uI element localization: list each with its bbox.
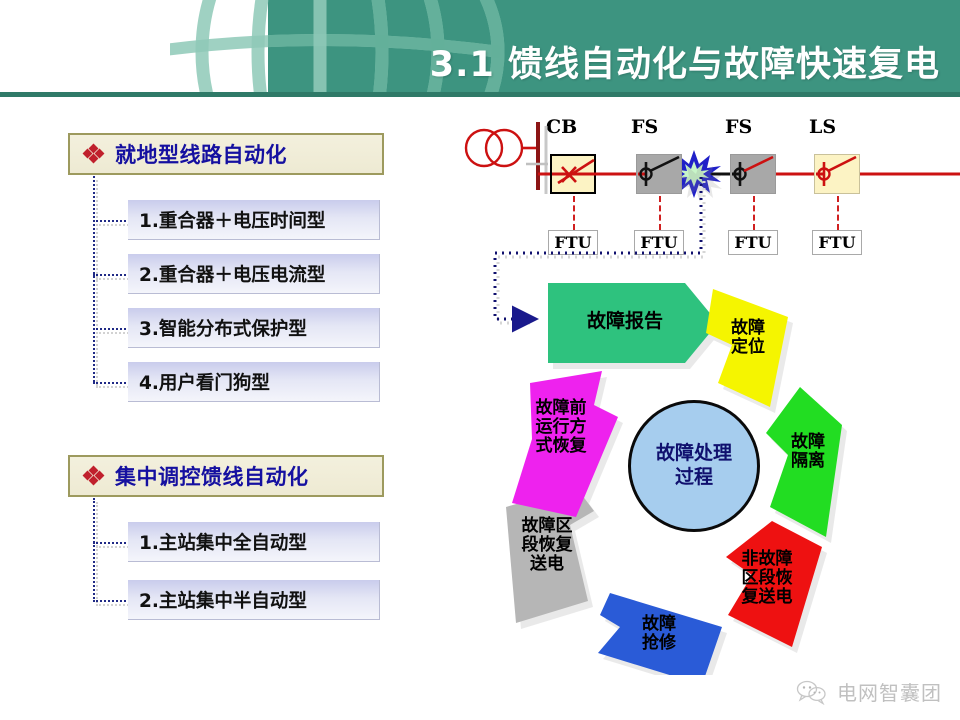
wechat-icon bbox=[796, 680, 826, 705]
device-label-fs-1: FS bbox=[631, 116, 659, 138]
sidebar-item-1-1[interactable]: 2.主站集中半自动型 bbox=[128, 580, 380, 620]
sidebar-group-heading-1[interactable]: 集中调控馈线自动化 bbox=[68, 455, 384, 497]
cycle-center-line2: 过程 bbox=[674, 466, 713, 488]
ftu-box-3[interactable]: FTU bbox=[812, 230, 862, 255]
ftu-stem-2 bbox=[753, 196, 755, 230]
device-box-fs-2[interactable] bbox=[730, 154, 776, 194]
sidebar-item-label: 1.主站集中全自动型 bbox=[139, 532, 307, 554]
sidebar-item-0-3[interactable]: 4.用户看门狗型 bbox=[128, 362, 380, 402]
sidebar-group-heading-0[interactable]: 就地型线路自动化 bbox=[68, 133, 384, 175]
connector-trunk-shadow-0 bbox=[96, 180, 98, 386]
fault-to-report-flow bbox=[493, 177, 706, 333]
connector-branch-0-1 bbox=[93, 274, 133, 276]
sidebar-item-label: 1.重合器＋电压时间型 bbox=[139, 210, 326, 232]
cycle-segment-repair bbox=[598, 593, 722, 675]
device-label-cb: CB bbox=[546, 116, 578, 138]
sidebar-group-title: 集中调控馈线自动化 bbox=[115, 465, 309, 489]
connector-trunk-shadow-1 bbox=[96, 502, 98, 606]
ftu-box-2[interactable]: FTU bbox=[728, 230, 778, 255]
page-title: 3.1 馈线自动化与故障快速复电 bbox=[429, 45, 940, 85]
sidebar-item-label: 4.用户看门狗型 bbox=[139, 372, 270, 394]
connector-branch-shadow-1-0 bbox=[96, 546, 136, 548]
ftu-stem-1 bbox=[659, 196, 661, 230]
connector-branch-1-0 bbox=[93, 542, 133, 544]
watermark-text: 电网智囊团 bbox=[837, 681, 942, 705]
fault-handling-cycle: 故障报告 故障 定位 故障 隔离 非故障 区段恢 复送电 故障 抢修 故障区 段… bbox=[470, 275, 940, 675]
cycle-center: 故障处理 过程 bbox=[628, 400, 760, 532]
connector-branch-shadow-0-2 bbox=[96, 332, 136, 334]
sidebar-item-label: 3.智能分布式保护型 bbox=[139, 318, 307, 340]
connector-branch-1-1 bbox=[93, 600, 133, 602]
connector-trunk-0 bbox=[93, 176, 95, 382]
ftu-stem-3 bbox=[837, 196, 839, 230]
transformer-icon bbox=[464, 128, 524, 168]
cycle-segment-pre-fault-mode bbox=[512, 371, 618, 517]
device-label-fs-2: FS bbox=[725, 116, 753, 138]
connector-branch-0-0 bbox=[93, 220, 133, 222]
sidebar-item-label: 2.主站集中半自动型 bbox=[139, 590, 307, 612]
globe-decoration-icon bbox=[170, 0, 505, 92]
device-box-ls[interactable] bbox=[814, 154, 860, 194]
diamond-cluster-icon bbox=[82, 143, 106, 164]
sidebar-group-title: 就地型线路自动化 bbox=[115, 143, 287, 167]
feeder-circuit-diagram: CB FS FS LS bbox=[460, 112, 960, 262]
sidebar-item-0-1[interactable]: 2.重合器＋电压电流型 bbox=[128, 254, 380, 294]
connector-branch-shadow-0-0 bbox=[96, 224, 136, 226]
cycle-segment-restore-nonfault bbox=[726, 521, 822, 647]
watermark: 电网智囊团 bbox=[795, 677, 942, 706]
connector-branch-shadow-0-3 bbox=[96, 386, 136, 388]
ftu-stem-0 bbox=[573, 196, 575, 230]
slide-header: 3.1 馈线自动化与故障快速复电 bbox=[0, 0, 960, 92]
cycle-segment-isolate bbox=[766, 387, 842, 537]
sidebar-item-0-2[interactable]: 3.智能分布式保护型 bbox=[128, 308, 380, 348]
diamond-cluster-icon bbox=[82, 465, 106, 486]
connector-branch-shadow-1-1 bbox=[96, 604, 136, 606]
cycle-segment-report bbox=[548, 283, 718, 363]
sidebar-item-1-0[interactable]: 1.主站集中全自动型 bbox=[128, 522, 380, 562]
sidebar-item-0-0[interactable]: 1.重合器＋电压时间型 bbox=[128, 200, 380, 240]
connector-trunk-1 bbox=[93, 498, 95, 602]
cycle-segment-restore-fault bbox=[506, 487, 594, 623]
cycle-segments-svg bbox=[506, 283, 847, 675]
ftu-box-1[interactable]: FTU bbox=[634, 230, 684, 255]
device-label-ls: LS bbox=[809, 116, 837, 138]
connector-branch-0-2 bbox=[93, 328, 133, 330]
header-divider bbox=[0, 92, 960, 97]
sidebar-item-label: 2.重合器＋电压电流型 bbox=[139, 264, 326, 286]
ftu-box-0[interactable]: FTU bbox=[548, 230, 598, 255]
connector-branch-0-3 bbox=[93, 382, 133, 384]
cycle-center-line1: 故障处理 bbox=[655, 442, 732, 465]
connector-branch-shadow-0-1 bbox=[96, 278, 136, 280]
cycle-segment-locate bbox=[706, 289, 788, 407]
header-divider-light bbox=[0, 97, 960, 99]
